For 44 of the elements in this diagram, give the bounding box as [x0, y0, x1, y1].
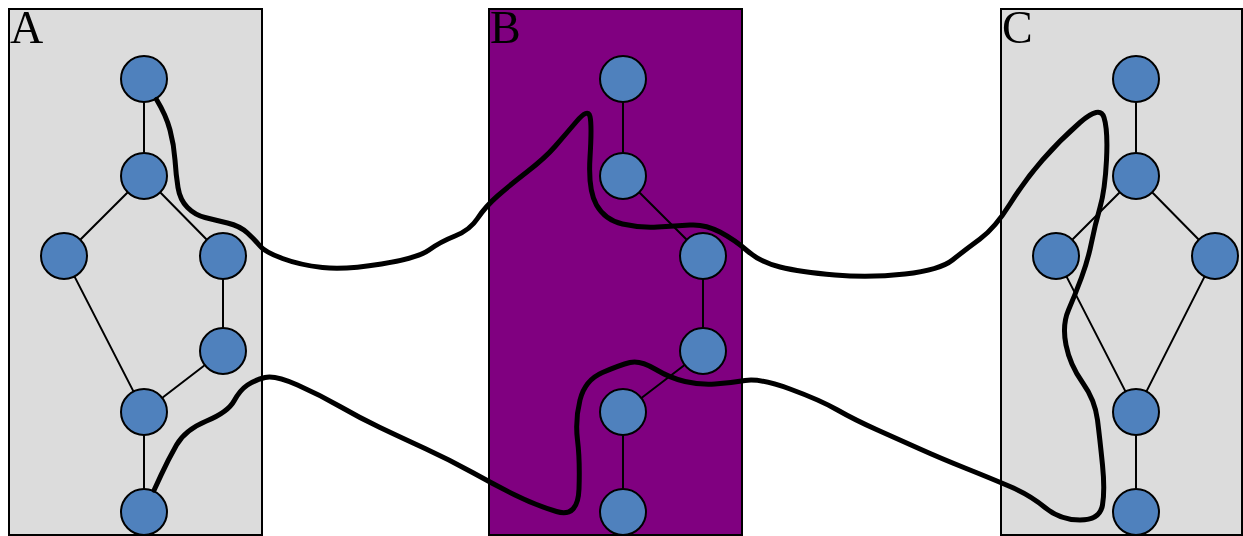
connector-line — [1071, 191, 1121, 241]
panel — [488, 8, 743, 536]
circle-node — [599, 55, 647, 103]
circle-node — [599, 388, 647, 436]
circle-node — [1032, 232, 1080, 280]
connector-line — [1065, 276, 1127, 392]
connector-line — [1145, 276, 1206, 392]
circle-node — [40, 232, 88, 280]
connector-line — [222, 279, 224, 328]
circle-node — [1112, 152, 1160, 200]
panel — [1000, 8, 1243, 536]
circle-node — [1191, 232, 1239, 280]
circle-node — [679, 232, 727, 280]
connector-line — [622, 102, 624, 153]
connector-line — [143, 102, 145, 153]
panel — [8, 8, 263, 536]
circle-node — [1112, 488, 1160, 536]
connector-line — [159, 192, 208, 240]
connector-line — [638, 191, 688, 241]
connector-line — [143, 435, 145, 489]
connector-line — [162, 364, 205, 399]
circle-node — [1112, 55, 1160, 103]
connector-line — [641, 364, 685, 399]
panel-letter: C — [1002, 1, 1033, 55]
circle-node — [199, 327, 247, 375]
circle-node — [599, 488, 647, 536]
circle-node — [120, 388, 168, 436]
circle-node — [679, 327, 727, 375]
circle-node — [199, 232, 247, 280]
connector-line — [1135, 435, 1137, 489]
panel-letter: B — [490, 1, 521, 55]
circle-node — [120, 488, 168, 536]
circle-node — [1112, 388, 1160, 436]
connector-line — [73, 276, 135, 392]
panel-letter: A — [10, 1, 44, 55]
freehand-path — [151, 97, 1110, 523]
connector-line — [622, 435, 624, 489]
circle-node — [120, 152, 168, 200]
connector-line — [79, 191, 129, 241]
circle-node — [120, 55, 168, 103]
connector-line — [702, 279, 704, 328]
circle-node — [599, 152, 647, 200]
connector-line — [1135, 102, 1137, 153]
connector-line — [1151, 192, 1200, 240]
